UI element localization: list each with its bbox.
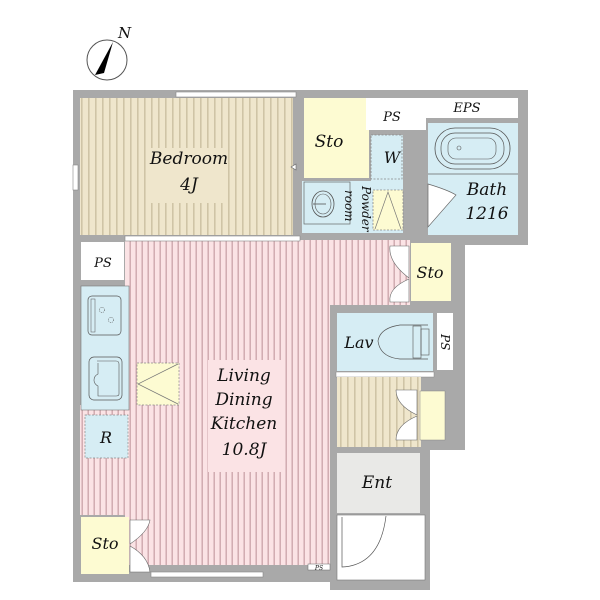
- toilet-icon: [377, 324, 428, 360]
- storage-right: [411, 243, 451, 301]
- bedroom-label-bg: [150, 148, 228, 203]
- stove-icon: [87, 295, 122, 336]
- storage-top-label: Sto: [315, 132, 344, 152]
- ps-bottom: [307, 563, 331, 571]
- ldk-size: 10.8J: [222, 440, 268, 460]
- bath-size: 1216: [465, 204, 508, 224]
- refrigerator-label: R: [99, 428, 112, 447]
- bathtub-icon: [434, 127, 511, 170]
- ldk-hatch: [136, 362, 180, 406]
- shoe-closet: [419, 390, 446, 441]
- entrance-label: Ent: [361, 473, 392, 493]
- washer-space: [370, 134, 403, 180]
- bedroom-window: [175, 91, 297, 98]
- bath-door-icon: [427, 183, 457, 228]
- bedroom-label: Bedroom: [149, 149, 228, 169]
- storage-bottom-left-label: Sto: [91, 534, 118, 553]
- ldk-bedroom-sliding-door: [124, 235, 301, 242]
- storage-right-label: Sto: [416, 263, 443, 282]
- storage-right-door-icon: [389, 245, 410, 279]
- ldk-label-bg: [208, 360, 281, 472]
- kitchen-sink-icon: [88, 356, 123, 401]
- lavatory-floor: [337, 313, 433, 371]
- powder-room-label-2: room: [342, 190, 356, 222]
- storage-bottom-left-door-icon: [129, 519, 151, 545]
- ps-bottom-label: PS: [314, 565, 323, 572]
- ps-lav: [437, 313, 453, 370]
- compass: N: [86, 24, 132, 81]
- washer-label: W: [384, 148, 402, 167]
- north-arrow-icon: [95, 42, 113, 75]
- eps-top-label: EPS: [452, 101, 480, 116]
- ps-left-label: PS: [93, 256, 112, 271]
- ps-lav-label: PS: [438, 333, 452, 350]
- entrance-floor: [337, 453, 420, 513]
- compass-north-label: N: [117, 24, 132, 42]
- shaft-top: [366, 98, 518, 118]
- entrance-door-icon[interactable]: [341, 515, 387, 568]
- bath-label: Bath: [466, 180, 507, 200]
- sink-counter: [303, 181, 351, 225]
- ldk-bottom-window: [150, 571, 264, 578]
- storage-top: [304, 98, 369, 178]
- ps-left: [81, 242, 124, 280]
- powder-room-label-1: Powder: [359, 185, 373, 233]
- entrance-porch: [336, 514, 426, 581]
- ldk-label-kitchen: Kitchen: [210, 414, 277, 434]
- powder-hatch: [372, 189, 404, 231]
- storage-door-icon: [290, 163, 297, 171]
- bedroom-size: 4J: [179, 175, 199, 195]
- bedroom-side-window: [72, 164, 79, 191]
- lavatory-label: Lav: [343, 333, 373, 352]
- shoe-closet-door-icon: [395, 389, 418, 416]
- ldk-label-dining: Dining: [214, 390, 272, 410]
- ps-top-label: PS: [382, 110, 401, 125]
- storage-bottom-left: [81, 517, 129, 574]
- refrigerator-space: [84, 414, 129, 459]
- ldk-label-living: Living: [216, 366, 271, 386]
- sink-icon: [311, 190, 335, 218]
